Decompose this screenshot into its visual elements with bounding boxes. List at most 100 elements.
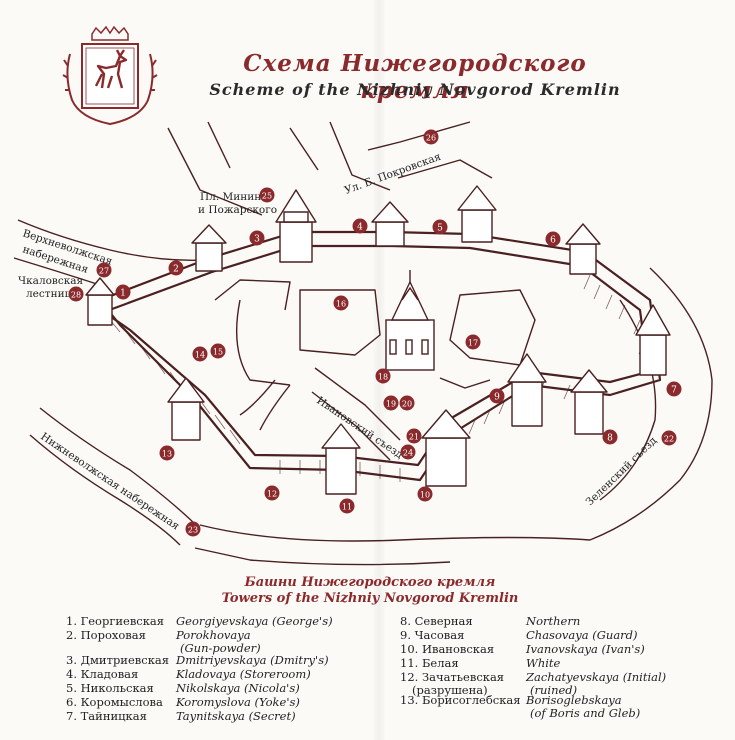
tower-kladovaya — [371, 201, 409, 247]
map-marker-13 — [159, 445, 175, 461]
legend-tower-ru: 7. Тайницкая — [66, 709, 147, 723]
legend-tower-ru: 1. Георгиевская — [66, 614, 165, 628]
page-subtitle: Scheme of the Nizhniy Novgorod Kremlin — [209, 80, 621, 99]
label-nizhnevolzhskaya: Нижневолжская набережная — [38, 431, 181, 533]
legend-title-en: Towers of the Nizhniy Novgorod Kremlin — [221, 591, 519, 606]
map-marker-23 — [185, 521, 201, 537]
map-marker-label-13: 13 — [162, 450, 172, 459]
map-marker-25 — [259, 187, 275, 203]
map-marker-label-17: 17 — [468, 339, 478, 348]
map-marker-label-16: 16 — [336, 300, 346, 309]
map-marker-6 — [545, 231, 561, 247]
legend-tower-ru: 3. Дмитриевская — [66, 653, 169, 667]
map-marker-label-3: 3 — [254, 235, 260, 245]
label-zelensky: Зеленский съезд — [584, 434, 660, 508]
legend-tower-ru-note: (разрушена) — [412, 683, 488, 697]
map-marker-label-4: 4 — [357, 223, 363, 233]
tower-porokhovaya — [191, 224, 227, 272]
legend-title-ru: Башни Нижегородского кремля — [244, 575, 496, 590]
tower-belaya — [321, 423, 361, 495]
map-marker-label-6: 6 — [550, 236, 556, 246]
road-minin-square — [167, 127, 263, 216]
map-marker-label-5: 5 — [437, 224, 443, 234]
map-marker-14 — [192, 346, 208, 362]
legend-tower-en: Kladovaya (Storeroom) — [176, 667, 311, 681]
deer-coat-of-arms-icon — [62, 26, 158, 126]
legend-tower-en-note: (ruined) — [530, 683, 578, 697]
map-marker-label-7: 7 — [671, 386, 677, 396]
legend-tower-en: Porokhovaya — [176, 628, 251, 642]
legend-tower-ru: 5. Никольская — [66, 681, 154, 695]
legend-tower-ru: 13. Борисоглебская — [400, 693, 521, 707]
legend-tower-en: Taynitskaya (Secret) — [176, 709, 296, 723]
archangel-cathedral — [385, 270, 435, 371]
legend-tower-en: Chasovaya (Guard) — [526, 628, 638, 642]
map-marker-7 — [666, 381, 682, 397]
map-marker-label-21: 21 — [409, 433, 419, 442]
map-marker-16 — [333, 295, 349, 311]
map-marker-label-25: 25 — [262, 192, 272, 201]
map-marker-21 — [406, 428, 422, 444]
tower-chasovaya — [507, 353, 547, 427]
map-marker-17 — [465, 334, 481, 350]
page-title: Схема Нижегородского кремля — [243, 50, 587, 104]
map-marker-label-24: 24 — [403, 449, 413, 458]
map-marker-28 — [68, 286, 84, 302]
kremlin-map: Верхневолжская набережная Чкаловская лес… — [13, 121, 713, 566]
legend-tower-ru: 8. Северная — [400, 614, 473, 628]
map-marker-label-19: 19 — [386, 400, 396, 409]
map-marker-18 — [375, 368, 391, 384]
map-marker-20 — [399, 395, 415, 411]
legend-tower-en: Borisoglebskaya — [526, 693, 622, 707]
map-marker-11 — [339, 498, 355, 514]
legend-tower-en-note: (of Boris and Gleb) — [530, 706, 641, 720]
map-marker-4 — [352, 218, 368, 234]
map-marker-2 — [168, 260, 184, 276]
tower-ivanovskaya — [421, 409, 471, 487]
map-marker-1 — [115, 284, 131, 300]
map-marker-27 — [96, 262, 112, 278]
map-marker-label-12: 12 — [267, 490, 277, 499]
legend-tower-ru: 4. Кладовая — [66, 667, 139, 681]
map-marker-label-18: 18 — [378, 373, 388, 382]
legend-tower-en: White — [526, 656, 561, 670]
label-minin-square-2: и Пожарского — [198, 204, 277, 216]
map-marker-8 — [602, 429, 618, 445]
map-marker-19 — [383, 395, 399, 411]
map-marker-label-1: 1 — [120, 289, 126, 299]
map-marker-label-27: 27 — [99, 267, 109, 276]
legend-tower-en: Nikolskaya (Nicola's) — [176, 681, 300, 695]
map-marker-label-28: 28 — [71, 291, 81, 300]
legend-tower-en: Ivanovskaya (Ivan's) — [526, 642, 645, 656]
legend-tower-ru: 10. Ивановская — [400, 642, 495, 656]
road-nizhnevolzhskaya — [29, 407, 196, 546]
tower-dmitriyevskaya — [275, 189, 317, 263]
map-marker-label-15: 15 — [213, 348, 223, 357]
road-ivanovsky — [311, 367, 401, 461]
map-marker-24 — [400, 444, 416, 460]
map-marker-label-9: 9 — [494, 393, 500, 403]
legend-tower-ru: 2. Пороховая — [66, 628, 146, 642]
map-marker-label-11: 11 — [342, 503, 352, 512]
map-marker-3 — [249, 230, 265, 246]
map-marker-label-23: 23 — [188, 526, 198, 535]
label-minin-square: Пл. Минина — [200, 191, 268, 203]
map-marker-9 — [489, 388, 505, 404]
road-pokrovskaya — [289, 121, 493, 179]
road-verkhnevolzhskaya — [13, 219, 206, 286]
map-marker-label-14: 14 — [195, 351, 205, 360]
tower-georgiyevskaya — [85, 277, 115, 326]
legend-tower-en: Northern — [526, 614, 581, 628]
map-marker-10 — [417, 486, 433, 502]
legend-tower-ru: 11. Белая — [400, 656, 459, 670]
tower-nikolskaya — [457, 185, 497, 243]
map-marker-15 — [210, 343, 226, 359]
map-marker-12 — [264, 485, 280, 501]
tower-borisoglebskaya — [167, 377, 205, 441]
tower-northern — [570, 369, 608, 435]
legend-tower-en: Dmitriyevskaya (Dmitry's) — [176, 653, 329, 667]
label-chkalovskaya-2: лестница — [26, 288, 78, 300]
legend-tower-en: Georgiyevskaya (George's) — [176, 614, 333, 628]
map-marker-label-10: 10 — [420, 491, 430, 500]
